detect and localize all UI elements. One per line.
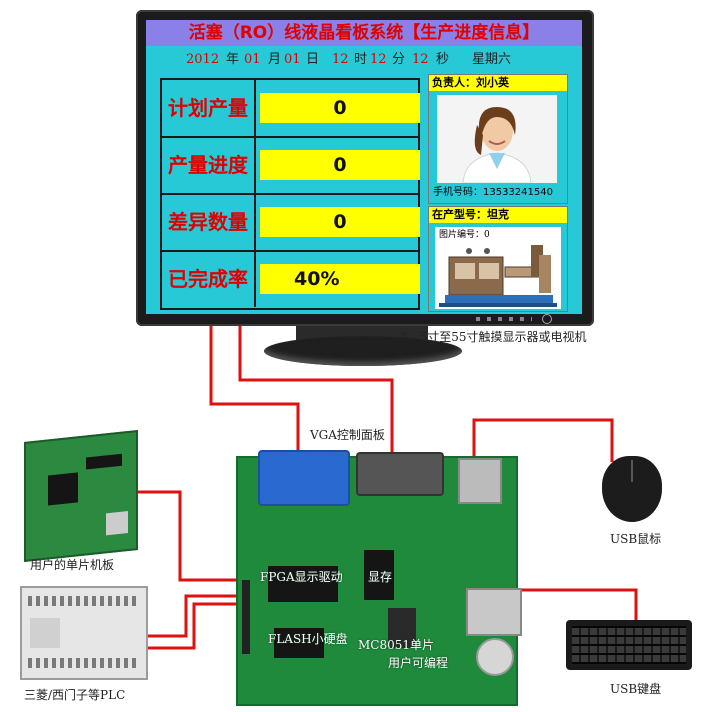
mouse-caption: USB鼠标 — [610, 532, 662, 546]
pin-header — [242, 580, 250, 654]
metric-label: 已完成率 — [162, 251, 256, 307]
wire-board-to-mouse — [472, 418, 614, 462]
wire-plc-to-board-1 — [144, 594, 240, 638]
date-year-unit: 年 — [226, 52, 240, 67]
time-second: 12 — [412, 52, 429, 67]
person-name: 负责人：刘小英 — [429, 75, 567, 91]
metric-row-difference: 差异数量 0 — [162, 194, 420, 252]
mcu-chip — [388, 608, 416, 648]
usb-b-port — [466, 588, 522, 636]
time-minute: 12 — [370, 52, 387, 67]
power-button-icon[interactable] — [542, 314, 552, 324]
metric-row-completion: 已完成率 40% — [162, 251, 420, 307]
plc-caption: 三菱/西门子等PLC — [24, 688, 126, 702]
metric-label: 计划产量 — [162, 80, 256, 136]
weekday: 星期六 — [472, 52, 512, 67]
date-year: 2012 — [186, 52, 220, 67]
flash-chip — [274, 628, 324, 658]
usb-mouse — [602, 456, 662, 522]
metric-value: 0 — [260, 93, 420, 123]
mcu-board-caption: 用户的单片机板 — [30, 558, 115, 572]
wire-monitor-to-board-left — [209, 326, 300, 454]
mcu-board-header — [86, 453, 122, 470]
kanban-screen: 活塞（RO）线液晶看板系统【生产进度信息】 2012 年 01 月 01 日 1… — [146, 20, 582, 314]
date-month-unit: 月 — [268, 52, 282, 67]
memory-chip — [364, 550, 394, 600]
product-model: 在产型号：坦克 — [429, 207, 567, 223]
metrics-table: 计划产量 0 产量进度 0 差异数量 0 已完成率 40% — [160, 78, 420, 310]
serial-port — [356, 452, 444, 496]
keyboard-keys — [572, 626, 686, 664]
metric-row-progress: 产量进度 0 — [162, 137, 420, 195]
wire-mcu-to-board — [130, 490, 240, 582]
metric-value: 0 — [260, 207, 420, 237]
time-minute-unit: 分 — [392, 52, 406, 67]
product-panel: 在产型号：坦克 图片编号：0 — [428, 206, 568, 312]
plc-device — [20, 586, 148, 680]
wire-monitor-to-board-right — [238, 326, 394, 452]
monitor-caption: 3、5寸至55寸触摸显示器或电视机 — [400, 330, 587, 344]
product-image: 图片编号：0 — [435, 227, 561, 309]
time-hour-unit: 时 — [354, 52, 368, 67]
machine-icon — [439, 245, 557, 307]
wire-plc-to-board-2 — [144, 602, 240, 650]
usb-keyboard — [566, 620, 692, 670]
vga-port — [258, 450, 350, 506]
time-hour: 12 — [332, 52, 349, 67]
metric-value: 0 — [260, 150, 420, 180]
memory-label: 显存 — [368, 570, 393, 584]
date-time-row: 2012 年 01 月 01 日 12 时 12 分 12 秒 星期六 — [146, 50, 582, 70]
mcu-board-connector — [106, 511, 128, 536]
date-month: 01 — [244, 52, 261, 67]
plc-terminals-top — [28, 596, 140, 606]
fpga-label: FPGA显示驱动 — [260, 570, 343, 584]
user-mcu-board — [24, 430, 138, 562]
keyboard-caption: USB键盘 — [610, 682, 662, 696]
mcu-label-line1: MC8051单片 — [358, 638, 435, 652]
person-phone: 手机号码：13533241540 — [433, 187, 553, 198]
metric-row-planned: 计划产量 0 — [162, 80, 420, 138]
plc-panel — [30, 618, 60, 648]
mcu-board-chip — [48, 472, 78, 506]
metric-label: 差异数量 — [162, 194, 256, 250]
mcu-label-line2: 用户可编程 — [388, 656, 449, 670]
product-image-number: 图片编号：0 — [439, 230, 490, 240]
date-day-unit: 日 — [306, 52, 320, 67]
date-day: 01 — [284, 52, 301, 67]
wire-board-to-keyboard — [516, 588, 638, 622]
fpga-chip — [268, 566, 338, 602]
screen-title: 活塞（RO）线液晶看板系统【生产进度信息】 — [146, 20, 582, 46]
metric-label: 产量进度 — [162, 137, 256, 193]
person-avatar — [437, 95, 557, 183]
monitor-buttons — [476, 317, 532, 321]
battery-holder — [476, 638, 514, 676]
time-second-unit: 秒 — [436, 52, 450, 67]
plc-terminals-bottom — [28, 658, 140, 668]
mouse-button-divider — [631, 460, 633, 482]
metric-value: 40% — [260, 264, 420, 294]
flash-label: FLASH小硬盘 — [268, 632, 348, 646]
person-panel: 负责人：刘小英 手机号码：13533241540 — [428, 74, 568, 204]
usb-a-port — [458, 458, 502, 504]
vga-panel-label: VGA控制面板 — [310, 428, 385, 442]
monitor-stand-base — [264, 336, 462, 366]
